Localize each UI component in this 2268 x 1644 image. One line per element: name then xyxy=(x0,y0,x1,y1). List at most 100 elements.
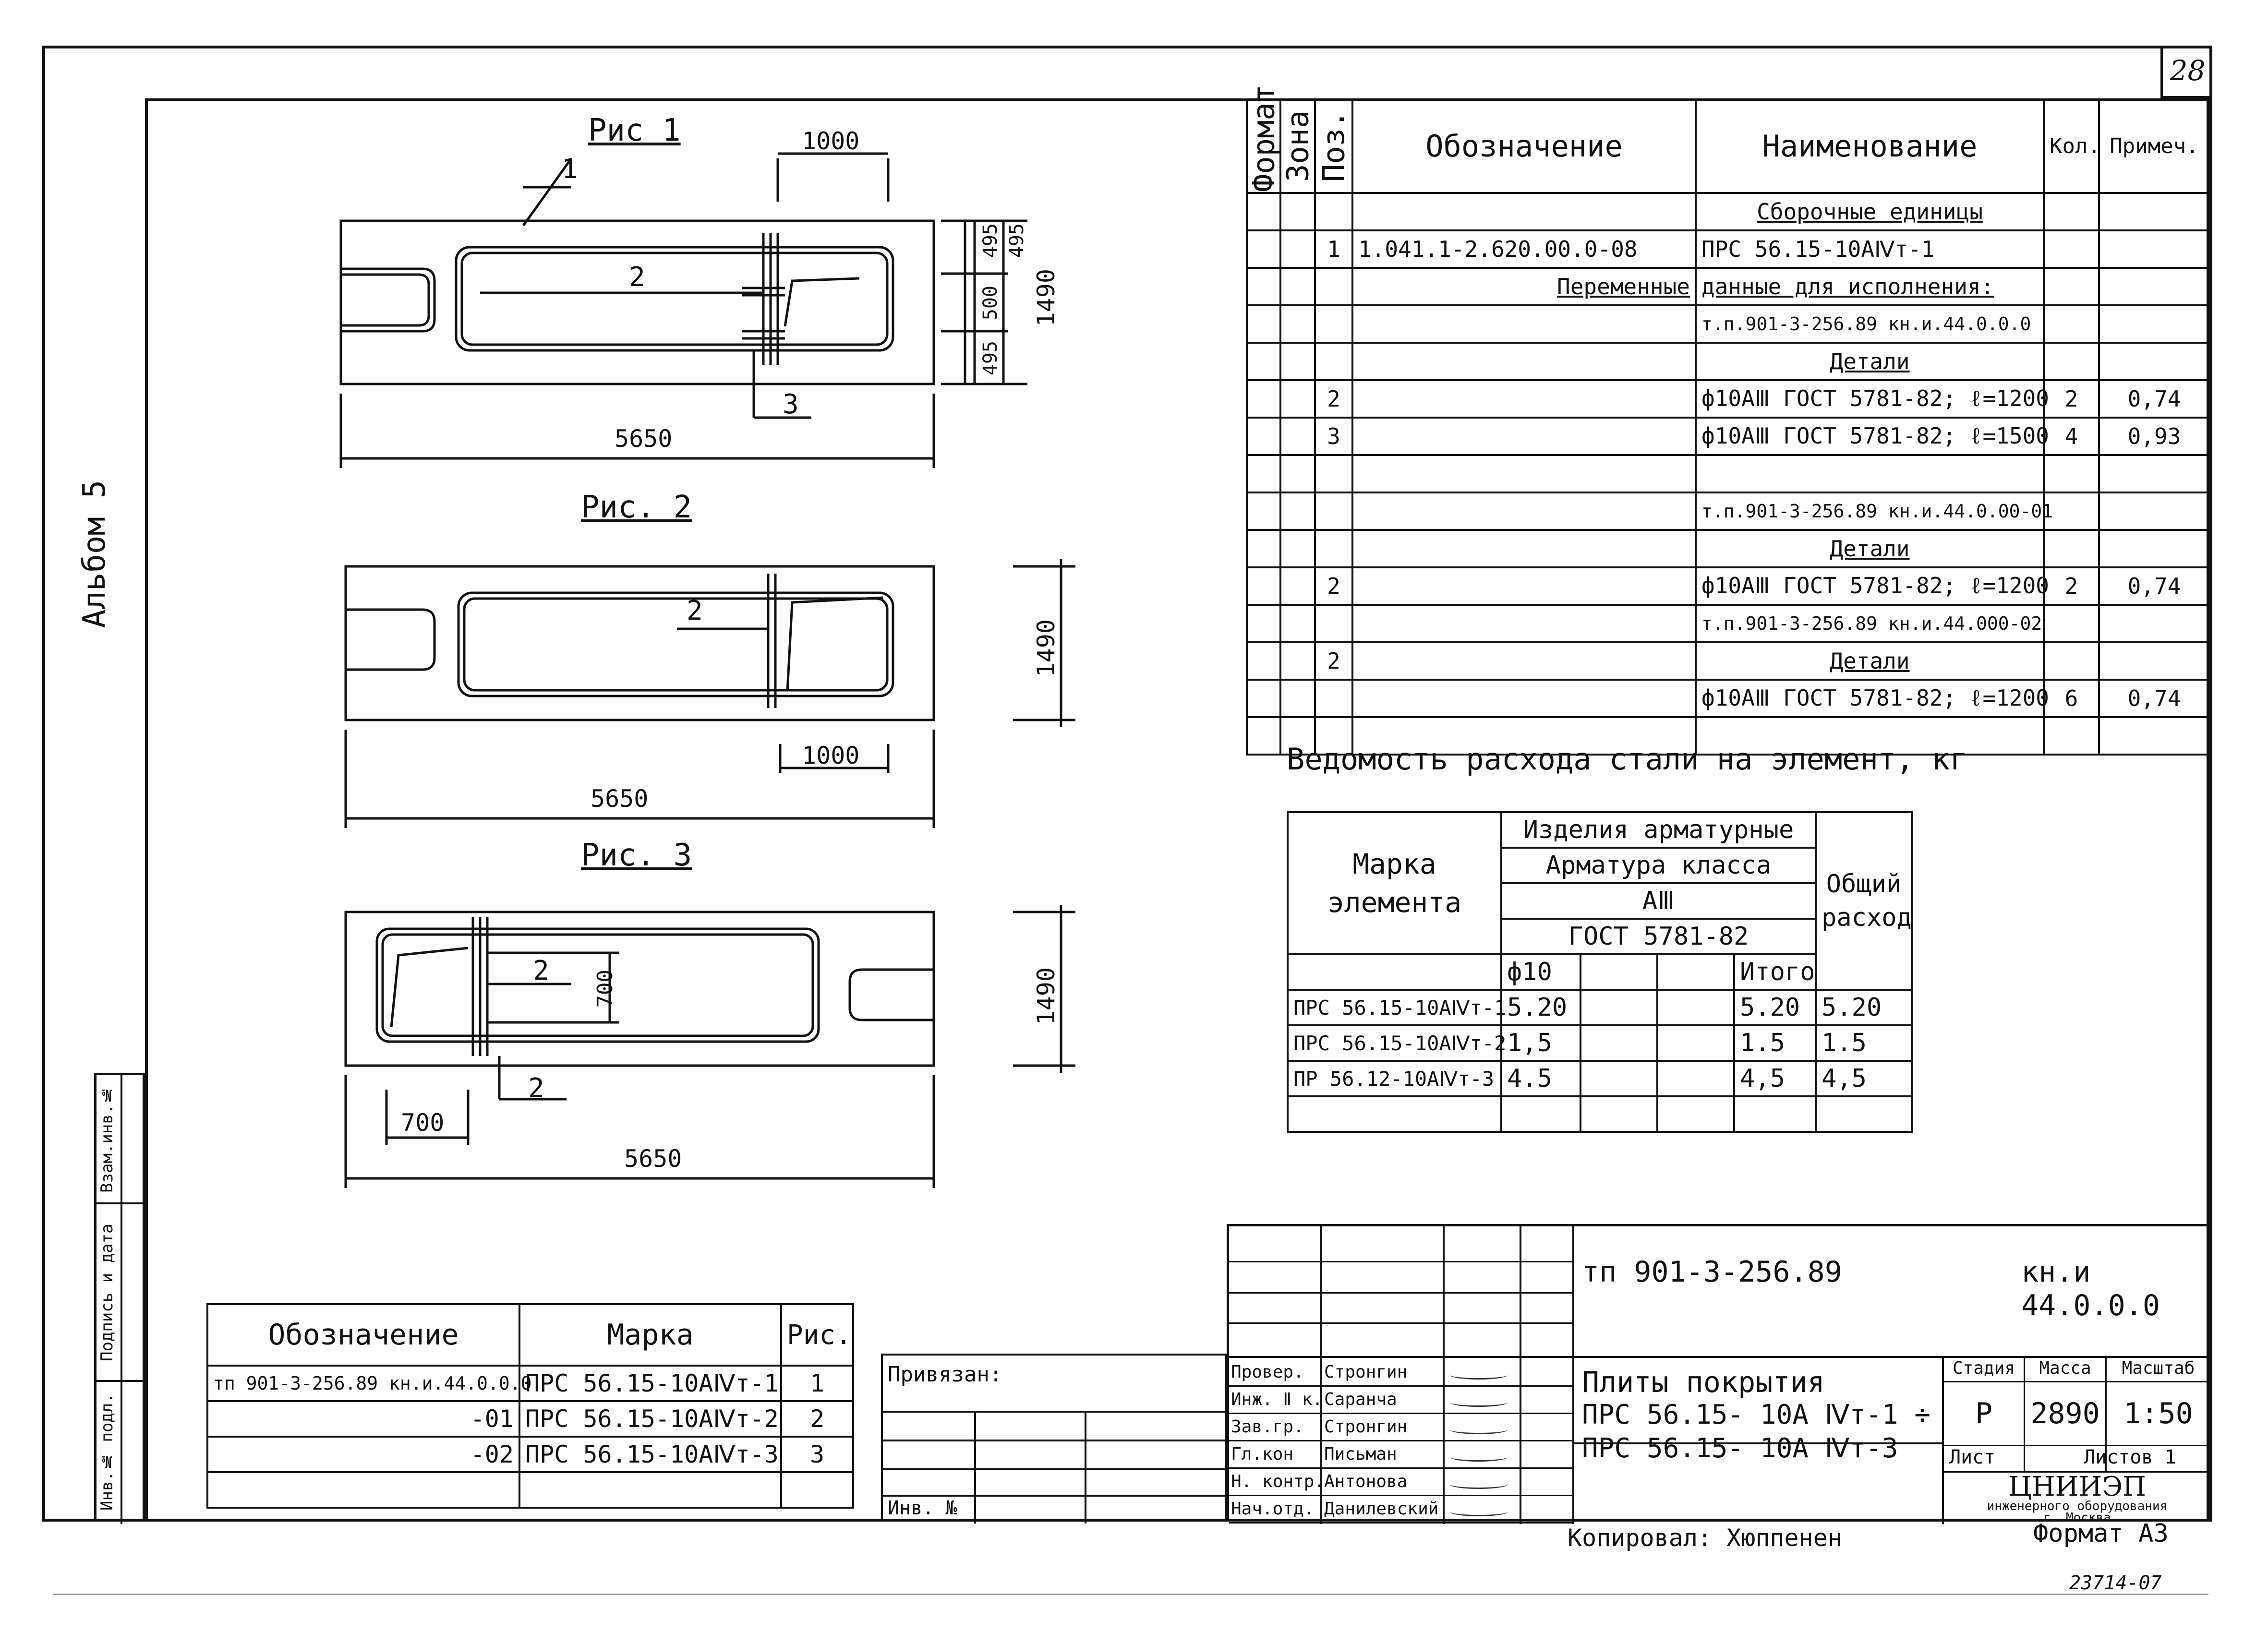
drawings xyxy=(339,152,1075,1188)
fig3-pos2b: 2 xyxy=(528,1073,544,1104)
spec-cell-designation: 1.041.1-2.620.00.0-08 xyxy=(1351,229,1697,269)
spec-cell-designation xyxy=(1351,417,1697,456)
spec-cell-designation xyxy=(1351,604,1697,643)
spec-cell-pos: 2 xyxy=(1314,379,1353,419)
spec-cell xyxy=(1246,229,1281,269)
marks-cell-fig: 1 xyxy=(780,1365,854,1402)
fig1-d495a: 495 xyxy=(979,223,1001,258)
spec-cell-pos xyxy=(1314,529,1353,568)
spec-cell xyxy=(1279,604,1316,643)
binding-inv-no: Инв. № xyxy=(888,1497,957,1519)
steel-cell-itogo: 5.20 xyxy=(1733,989,1817,1026)
tb-person-rule xyxy=(1229,1440,1572,1441)
fig1-pos2: 2 xyxy=(629,262,645,293)
side-inv-podl: Инв.№ подл. xyxy=(97,1393,117,1511)
spec-cell xyxy=(1246,454,1281,493)
spec-row: т.п.901-3-256.89 кн.и.44.0.00-01 xyxy=(1246,492,2210,531)
steel-cell-mark: ПРС 56.15-10АⅣт-2 xyxy=(1287,1024,1506,1062)
spec-cell xyxy=(1246,716,1281,756)
steel-h-empty1 xyxy=(1580,953,1658,991)
tb-scale: 1:50 xyxy=(2123,1397,2193,1430)
spec-cell-note xyxy=(2098,641,2210,681)
fig3-d700: 700 xyxy=(401,1109,445,1137)
steel-cell-total: 4,5 xyxy=(1815,1060,1913,1097)
spec-cell xyxy=(1246,192,1281,231)
fig2-d1000: 1000 xyxy=(802,742,860,769)
copied-by: Копировал: Хюппенен xyxy=(1568,1524,1842,1552)
spec-cell-note xyxy=(2098,304,2210,344)
steel-cell-d10: 1,5 xyxy=(1500,1024,1581,1062)
spec-cell xyxy=(1246,641,1281,681)
steel-row-empty xyxy=(1287,1095,1913,1133)
spec-cell-note xyxy=(2098,267,2210,306)
spec-cell-designation xyxy=(1351,641,1697,681)
fig3-d5650: 5650 xyxy=(624,1145,682,1173)
spec-cell xyxy=(1279,304,1316,344)
fig2-d5650: 5650 xyxy=(591,785,649,813)
fig1-d500: 500 xyxy=(979,286,1001,321)
tb-person-rule xyxy=(1229,1495,1572,1496)
bottom-rule xyxy=(53,1594,2208,1595)
signature-mark xyxy=(1450,1507,1508,1516)
steel-cell-empty xyxy=(1656,1095,1735,1133)
tb-org3: г. Москва xyxy=(2043,1511,2111,1525)
tb-h-mass: Масса xyxy=(2039,1358,2091,1378)
tb-h-scale: Масштаб xyxy=(2122,1358,2195,1378)
side-podpis: Подпись и дата xyxy=(97,1224,117,1361)
spec-cell-pos xyxy=(1314,192,1353,231)
tb-person-role: Гл.кон xyxy=(1231,1444,1294,1464)
spec-cell-note xyxy=(2098,454,2210,493)
fig1-title: Рис 1 xyxy=(588,113,681,148)
steel-cell-empty xyxy=(1815,1095,1913,1133)
steel-cell xyxy=(1580,1060,1658,1097)
spec-cell-designation xyxy=(1351,716,1697,756)
spec-cell-qty xyxy=(2043,454,2100,493)
spec-cell-name: Детали xyxy=(1695,342,2045,381)
tb-name1: Плиты покрытия xyxy=(1582,1366,1825,1399)
spec-cell-qty: 2 xyxy=(2043,566,2100,606)
spec-cell-qty xyxy=(2043,192,2100,231)
tb-person-name: Письман xyxy=(1324,1444,1397,1464)
spec-table: Формат Зона Поз. Обозначение Наименовани… xyxy=(1246,84,2210,756)
spec-cell xyxy=(1279,566,1316,606)
spec-cell-designation xyxy=(1351,679,1697,718)
marks-cell-mark: ПРС 56.15-10АⅣт-3 xyxy=(519,1436,782,1473)
fig1-pos1: 1 xyxy=(562,154,578,185)
steel-cell xyxy=(1580,1024,1658,1062)
spec-row: Детали xyxy=(1246,529,2210,568)
steel-h-mark: Марка элемента xyxy=(1287,811,1502,955)
fig3-d700v: 700 xyxy=(593,970,617,1008)
stamp-number: 23714-07 xyxy=(2069,1572,2162,1594)
tb-person-role: Провер. xyxy=(1231,1362,1304,1382)
steel-cell-empty xyxy=(1500,1095,1581,1133)
marks-cell-designation: тп 901-3-256.89 кн.и.44.0.0.0 xyxy=(206,1365,531,1402)
tb-person-rule xyxy=(1229,1522,1572,1524)
spec-cell-qty xyxy=(2043,342,2100,381)
steel-cell-d10: 5.20 xyxy=(1500,989,1581,1026)
marks-cell-mark: ПРС 56.15-10АⅣт-1 xyxy=(519,1365,782,1402)
spec-h-name: Наименование xyxy=(1695,98,2045,194)
spec-h-format: Формат xyxy=(1246,84,1281,193)
spec-cell-name: ф10АⅢ ГОСТ 5781-82; ℓ=1200 xyxy=(1695,566,2049,606)
spec-cell-designation xyxy=(1351,566,1697,606)
fig3-title: Рис. 3 xyxy=(581,838,692,873)
steel-cell xyxy=(1656,1024,1735,1062)
fig3-d1490: 1490 xyxy=(1032,967,1060,1025)
steel-cell xyxy=(1580,989,1658,1026)
tb-person-name: Стронгин xyxy=(1324,1362,1408,1382)
steel-h-d10: ф10 xyxy=(1500,953,1581,991)
spec-cell-note xyxy=(2098,229,2210,269)
tb-mass: 2890 xyxy=(2030,1397,2100,1430)
spec-cell xyxy=(1246,529,1281,568)
spec-cell-qty: 6 xyxy=(2043,679,2100,718)
spec-h-designation: Обозначение xyxy=(1351,98,1697,194)
tb-person-name: Стронгин xyxy=(1324,1417,1408,1437)
spec-cell-note xyxy=(2098,529,2210,568)
spec-cell-name: т.п.901-3-256.89 кн.и.44.0.0.0 xyxy=(1695,304,2045,344)
steel-cell xyxy=(1656,1060,1735,1097)
